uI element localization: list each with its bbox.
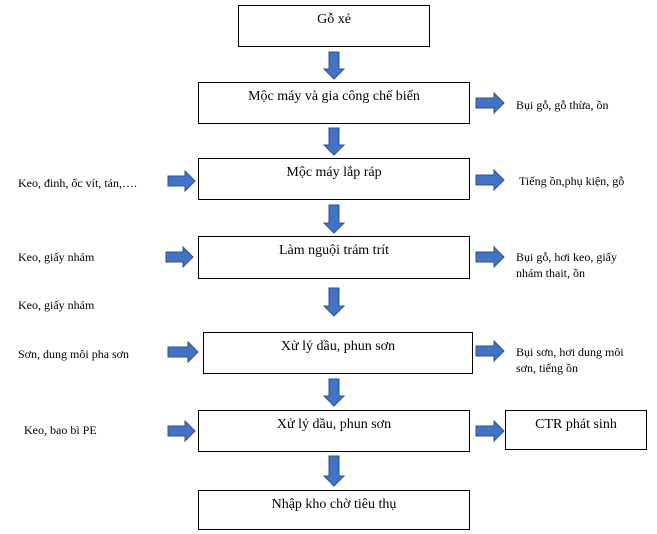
arrow-down-2 bbox=[322, 127, 346, 156]
arrow-out-ctr bbox=[475, 419, 505, 443]
step-label: Mộc máy lắp ráp bbox=[286, 165, 382, 180]
arrow-in-assembly bbox=[167, 169, 196, 193]
step-label: Gỗ xẻ bbox=[317, 12, 351, 27]
arrow-in-puttying bbox=[165, 245, 194, 269]
step-painting-2: Xử lý dầu, phun sơn bbox=[198, 410, 470, 452]
input-label-packaging: Keo, bao bì PE bbox=[24, 423, 97, 437]
arrow-out-machining bbox=[475, 91, 505, 115]
input-label-puttying: Keo, giấy nhám bbox=[18, 250, 95, 264]
step-assembly: Mộc máy lắp ráp bbox=[198, 158, 470, 200]
step-label: Xử lý dầu, phun sơn bbox=[276, 417, 392, 432]
arrow-out-assembly bbox=[475, 168, 505, 192]
step-machining: Mộc máy và gia công chế biến bbox=[198, 82, 470, 124]
arrow-down-1 bbox=[322, 51, 346, 80]
arrow-down-6 bbox=[322, 455, 346, 487]
output-label-machining: Bụi gỗ, gỗ thừa, ồn bbox=[516, 98, 609, 112]
step-label: Làm nguội trám trít bbox=[278, 243, 390, 258]
ctr-box: CTR phát sinh bbox=[505, 410, 647, 450]
step-warehouse: Nhập kho chờ tiêu thụ bbox=[198, 490, 470, 530]
arrow-in-packaging bbox=[167, 419, 196, 443]
step-label: Xử lý dầu, phun sơn bbox=[280, 339, 396, 354]
input-label-painting: Sơn, dung môi pha sơn bbox=[18, 347, 130, 361]
input-label-assembly: Keo, đinh, ốc vít, tán,…. bbox=[18, 176, 137, 190]
arrow-out-painting bbox=[475, 339, 505, 363]
arrow-down-4 bbox=[322, 287, 346, 317]
step-wood-input: Gỗ xẻ bbox=[238, 5, 430, 47]
output-label-painting: Bụi sơn, hơi dung môi sơn, tiếng ồn bbox=[516, 345, 624, 376]
step-painting-1: Xử lý dầu, phun sơn bbox=[203, 332, 473, 374]
step-puttying: Làm nguội trám trít bbox=[198, 236, 470, 279]
input-label-extra: Keo, giấy nhám bbox=[18, 298, 95, 312]
output-label-assembly: Tiếng ồn,phụ kiện, gỗ bbox=[519, 174, 625, 188]
ctr-label: CTR phát sinh bbox=[535, 417, 617, 432]
arrow-down-5 bbox=[322, 378, 346, 407]
output-label-puttying: Bụi gỗ, hơi keo, giấy nhám thait, ồn bbox=[516, 250, 618, 281]
arrow-down-3 bbox=[322, 204, 346, 234]
arrow-out-puttying bbox=[475, 245, 505, 269]
arrow-in-painting bbox=[167, 340, 199, 364]
step-label: Mộc máy và gia công chế biến bbox=[248, 89, 420, 104]
arrow-group bbox=[165, 51, 505, 487]
step-label: Nhập kho chờ tiêu thụ bbox=[271, 497, 397, 512]
